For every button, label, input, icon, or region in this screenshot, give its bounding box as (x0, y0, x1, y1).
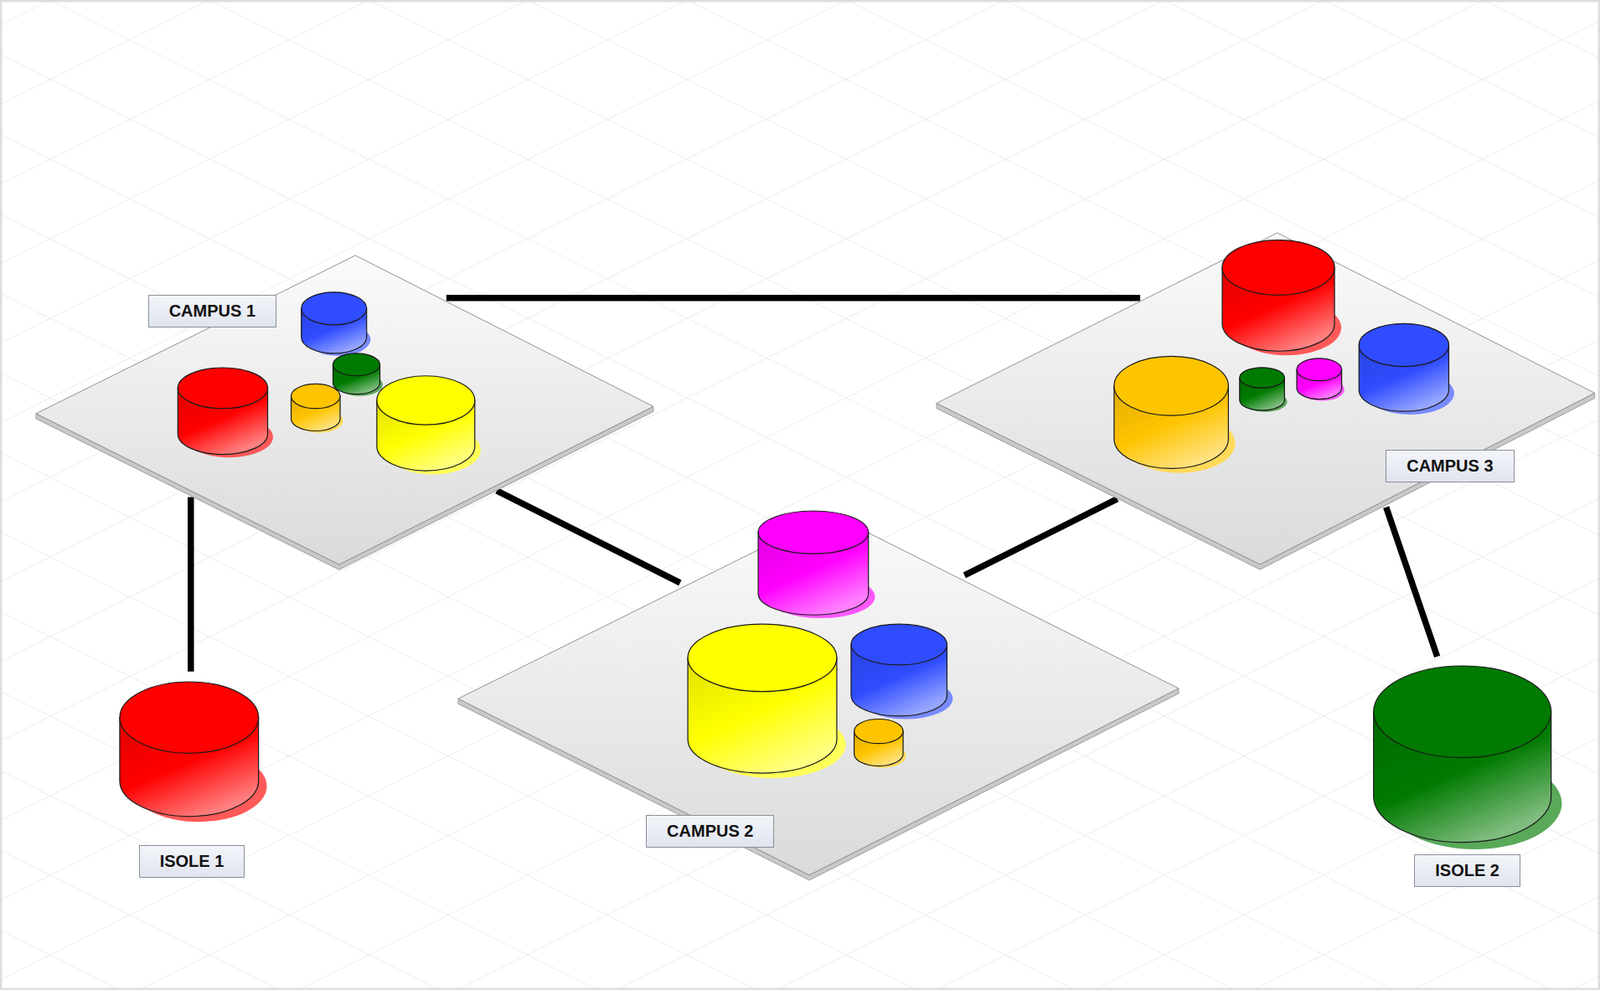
grid-line (846, 0, 1600, 990)
network-link (187, 497, 195, 672)
grid-line (0, 0, 151, 990)
network-link (446, 294, 1141, 302)
grid-line (0, 0, 1265, 990)
grid-line (586, 0, 1600, 990)
grid-line (527, 0, 1600, 990)
grid-line (0, 0, 847, 990)
network-link (1386, 506, 1438, 656)
cylinder-top (851, 624, 948, 666)
node-drawing (933, 229, 1599, 573)
plate-top (36, 255, 654, 565)
grid-line (427, 0, 1600, 990)
storage-cylinder: ISOLE 1 (108, 678, 271, 882)
site-label: CAMPUS 3 (1385, 449, 1514, 483)
campus-plate: CAMPUS 1 (32, 252, 657, 573)
cylinder-top (1114, 356, 1229, 416)
network-link (964, 499, 1117, 576)
grid-line (0, 0, 1106, 990)
campus-plate: CAMPUS 2 (454, 507, 1182, 884)
cylinder-top (758, 510, 869, 554)
site-label: CAMPUS 2 (645, 815, 775, 848)
plate-top (458, 514, 1179, 876)
node-drawing (32, 252, 657, 573)
site-label: CAMPUS 1 (148, 294, 277, 328)
site-label: ISOLE 1 (139, 845, 246, 878)
cylinder-top (687, 624, 837, 692)
cylinder-top (119, 681, 259, 754)
site-label: ISOLE 2 (1414, 854, 1521, 888)
grid-line (1382, 0, 1600, 990)
cylinder-top (1373, 665, 1552, 759)
grid-line (0, 0, 51, 990)
cylinder-top (332, 352, 380, 376)
grid-line (904, 0, 1600, 990)
cylinder-top (1222, 239, 1335, 295)
cylinder-top (300, 291, 367, 325)
cylinder-top (177, 367, 268, 409)
node-drawing (454, 507, 1182, 884)
network-link (496, 490, 681, 584)
cylinder-top (290, 383, 340, 408)
grid-line (1541, 0, 1600, 990)
cylinder-top (1296, 358, 1342, 382)
cylinder-top (854, 719, 904, 744)
grid-line (0, 0, 1165, 990)
cylinder-top (376, 375, 475, 424)
storage-cylinder: ISOLE 2 (1359, 662, 1565, 890)
plate-top (936, 232, 1595, 565)
grid-line (0, 0, 687, 990)
campus-plate: CAMPUS 3 (933, 229, 1599, 573)
cylinder-top (1359, 323, 1450, 367)
cylinder-top (1239, 367, 1286, 388)
grid-line (0, 0, 210, 990)
